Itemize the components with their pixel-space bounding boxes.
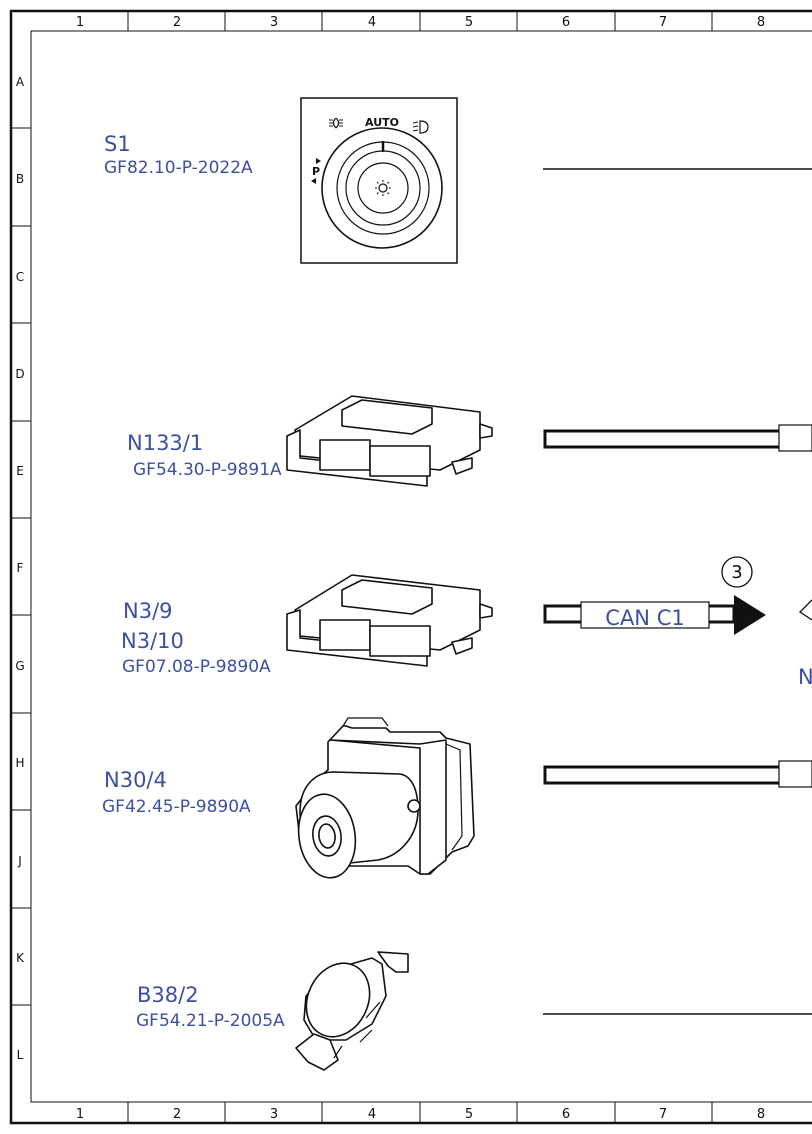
can-bus-label: CAN C1 [605,606,684,630]
fog-light-icon [329,117,343,129]
n30-4-wire [543,760,812,788]
grid-col-3: 3 [270,15,278,30]
grid-row-f: F [17,561,24,575]
lamp-icon [375,180,391,196]
grid-col-1: 1 [76,1107,84,1122]
component-doc-n133-1: GF54.30-P-9891A [133,460,282,480]
grid-row-h: H [15,756,24,770]
grid-row-l: L [17,1048,24,1062]
grid-col-7: 7 [659,15,667,30]
parking-symbol-label: P [312,165,320,178]
component-id-s1: S1 [104,132,131,156]
grid-row-c: C [16,270,24,284]
component-doc-b38-2: GF54.21-P-2005A [136,1011,285,1031]
sheet-frame [9,9,812,1125]
auto-symbol-label: AUTO [365,116,399,129]
component-n133-1: N133/1 GF54.30-P-9891A [127,395,812,487]
grid-col-7: 7 [659,1107,667,1122]
component-doc-n30-4: GF42.45-P-9890A [102,797,251,817]
grid-row-e: E [16,464,24,478]
grid-row-b: B [16,172,24,186]
grid-row-d: D [15,367,24,381]
component-n3-9: N3/9 N3/10 GF07.08-P-9890A CAN C1 3 N [121,556,812,689]
grid-col-1: 1 [76,15,84,30]
component-id-n3-9: N3/9 [123,599,173,623]
component-id-b38-2: B38/2 [137,983,199,1007]
low-beam-icon [412,120,429,134]
grid-col-8: 8 [757,1107,765,1122]
partial-shape [798,599,812,621]
grid-row-labels: A B C D E F G H J K L [15,75,25,1062]
component-b38-2: B38/2 GF54.21-P-2005A [136,951,812,1071]
component-id-n133-1: N133/1 [127,431,203,455]
grid-col-8: 8 [757,15,765,30]
grid-col-4: 4 [368,15,376,30]
grid-row-k: K [16,951,25,965]
reference-marker [721,556,753,588]
grid-row-a: A [16,75,25,89]
grid-col-6: 6 [562,1107,570,1122]
can-bus-label-box [580,601,710,629]
grid-col-5: 5 [465,1107,473,1122]
grid-col-2: 2 [173,1107,181,1122]
component-id-n3-10: N3/10 [121,629,184,653]
n133-1-wire [543,424,812,452]
component-doc-s1: GF82.10-P-2022A [104,158,253,178]
hydraulic-unit-illustration [295,717,475,879]
arrow-right-icon [734,595,766,635]
component-n30-4: N30/4 GF42.45-P-9890A [102,717,812,879]
grid-col-2: 2 [173,15,181,30]
component-doc-n3-9: GF07.08-P-9890A [122,657,271,677]
control-unit-illustration [286,574,493,667]
can-bus-connection: CAN C1 3 N [543,556,812,689]
grid-col-6: 6 [562,15,570,30]
component-s1: S1 GF82.10-P-2022A AUTO [104,97,812,264]
cut-off-label: N [798,665,812,689]
light-switch-illustration: AUTO P [300,97,458,264]
grid-col-4: 4 [368,1107,376,1122]
sensor-illustration [295,951,409,1071]
grid-col-5: 5 [465,15,473,30]
reference-marker-number: 3 [731,562,742,583]
parking-light-icon: P [311,158,321,184]
control-unit-illustration [286,395,493,487]
grid-row-g: G [15,659,24,673]
component-id-n30-4: N30/4 [104,768,167,792]
grid-column-labels-bottom: 1 2 3 4 5 6 7 8 [76,1107,765,1122]
grid-column-labels-top: 1 2 3 4 5 6 7 8 [76,15,765,30]
grid-col-3: 3 [270,1107,278,1122]
grid-row-j: J [17,854,22,868]
